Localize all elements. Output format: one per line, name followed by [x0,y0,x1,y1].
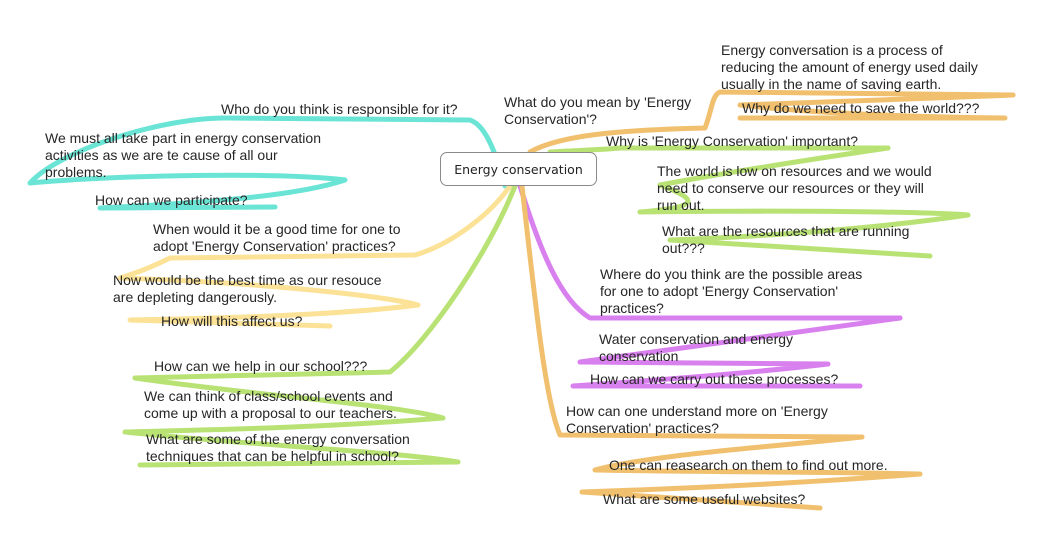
node-help-school[interactable]: How can we help in our school??? [154,358,368,374]
node-save-world[interactable]: Why do we need to save the world??? [742,100,980,116]
connector-yellow-goodtime [167,183,513,261]
connector-green-answer [122,375,461,468]
node-why-important[interactable]: Why is 'Energy Conservation' important? [606,133,859,149]
node-low-resources[interactable]: The world is low on resources and we wou… [657,163,932,213]
node-take-part[interactable]: We must all take part in energy conserva… [45,130,321,180]
connector-green-important-answer [637,145,971,259]
node-water-conservation[interactable]: Water conservation and energy conservati… [599,331,794,364]
central-topic-label: Energy conservation [454,161,583,177]
node-resources-running-out[interactable]: What are the resources that are running … [662,223,910,256]
node-understand-more[interactable]: How can one understand more on 'Energy C… [566,403,828,436]
connector-purple-answer [570,315,903,389]
node-useful-websites[interactable]: What are some useful websites? [603,491,806,507]
node-definition[interactable]: Energy conversation is a process of redu… [721,42,978,92]
node-affect-us[interactable]: How will this affect us? [161,313,303,329]
node-how-participate[interactable]: How can we participate? [95,192,248,208]
node-best-time[interactable]: Now would be the best time as our resouc… [113,272,382,305]
connector-orange-answer [579,434,923,511]
connector-purple-areas [517,183,903,321]
connector-orange-understand [519,183,865,440]
node-what-mean[interactable]: What do you mean by 'Energy Conservation… [504,94,692,127]
node-techniques[interactable]: What are some of the energy conversation… [146,431,410,464]
node-possible-areas[interactable]: Where do you think are the possible area… [600,266,863,316]
node-carry-out[interactable]: How can we carry out these processes? [590,371,839,387]
connector-green-school [132,183,518,381]
connector-orange-meaning [527,89,1016,155]
node-research[interactable]: One can reasearch on them to find out mo… [609,457,888,473]
central-topic-node[interactable]: Energy conservation [440,152,597,186]
node-who-responsible[interactable]: Who do you think is responsible for it? [221,101,458,117]
node-class-events[interactable]: We can think of class/school events and … [144,388,397,421]
connector-cyan-answer [27,115,348,211]
connector-yellow-answer [117,255,421,329]
connector-orange-save [737,92,1016,121]
connector-green-important [547,145,891,155]
node-good-time[interactable]: When would it be a good time for one to … [153,221,401,254]
